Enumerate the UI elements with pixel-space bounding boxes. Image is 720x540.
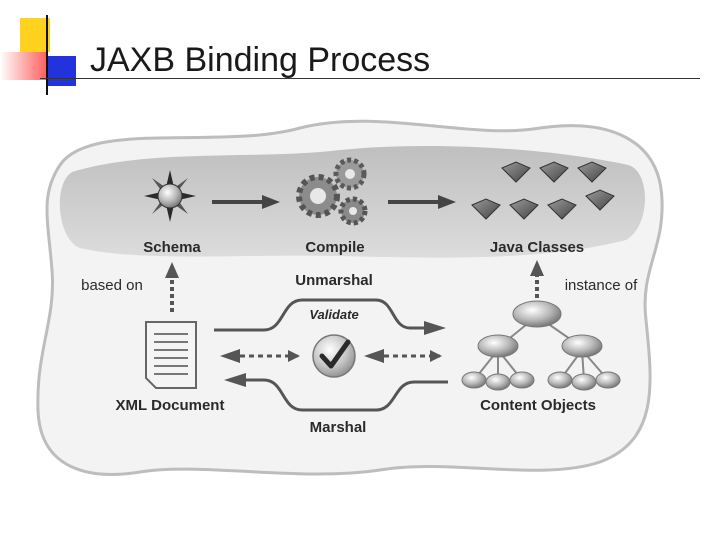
compass-icon	[144, 170, 196, 222]
edge-label-marshal: Marshal	[310, 419, 367, 436]
marshal-arrowhead	[224, 373, 246, 387]
gears-icon	[296, 157, 368, 226]
node-label-xml-document: XML Document	[116, 397, 225, 414]
decor-red-square	[0, 52, 48, 80]
node-label-schema: Schema	[143, 239, 201, 256]
marshal-path	[246, 378, 448, 412]
arrow-schema-to-compile	[212, 195, 280, 209]
validate-label-box	[298, 303, 370, 325]
validate-arrow-right	[364, 349, 442, 363]
unmarshal-path	[214, 298, 424, 332]
edge-label-based-on: based on	[81, 277, 143, 294]
decor-vertical-line	[46, 15, 48, 95]
node-label-compile: Compile	[305, 239, 364, 256]
unmarshal-arrowhead	[424, 321, 446, 335]
decor-blue-square	[48, 56, 76, 86]
edge-label-instance-of: instance of	[565, 277, 638, 294]
node-label-content-objects: Content Objects	[480, 397, 596, 414]
node-label-java-classes: Java Classes	[490, 239, 584, 256]
edge-label-unmarshal: Unmarshal	[295, 272, 373, 289]
validate-arrow-left	[220, 349, 300, 363]
slide-title: JAXB Binding Process	[90, 41, 431, 79]
cubes-icon	[471, 161, 615, 220]
arrow-instance-of	[530, 260, 544, 298]
decor-yellow-square	[20, 18, 50, 52]
arrow-based-on	[165, 262, 179, 312]
title-underline	[40, 78, 700, 79]
document-icon	[145, 321, 197, 389]
tree-icon	[461, 300, 621, 391]
checkmark-icon	[312, 334, 356, 378]
edge-label-validate: Validate	[309, 307, 358, 322]
arrow-compile-to-classes	[388, 195, 456, 209]
